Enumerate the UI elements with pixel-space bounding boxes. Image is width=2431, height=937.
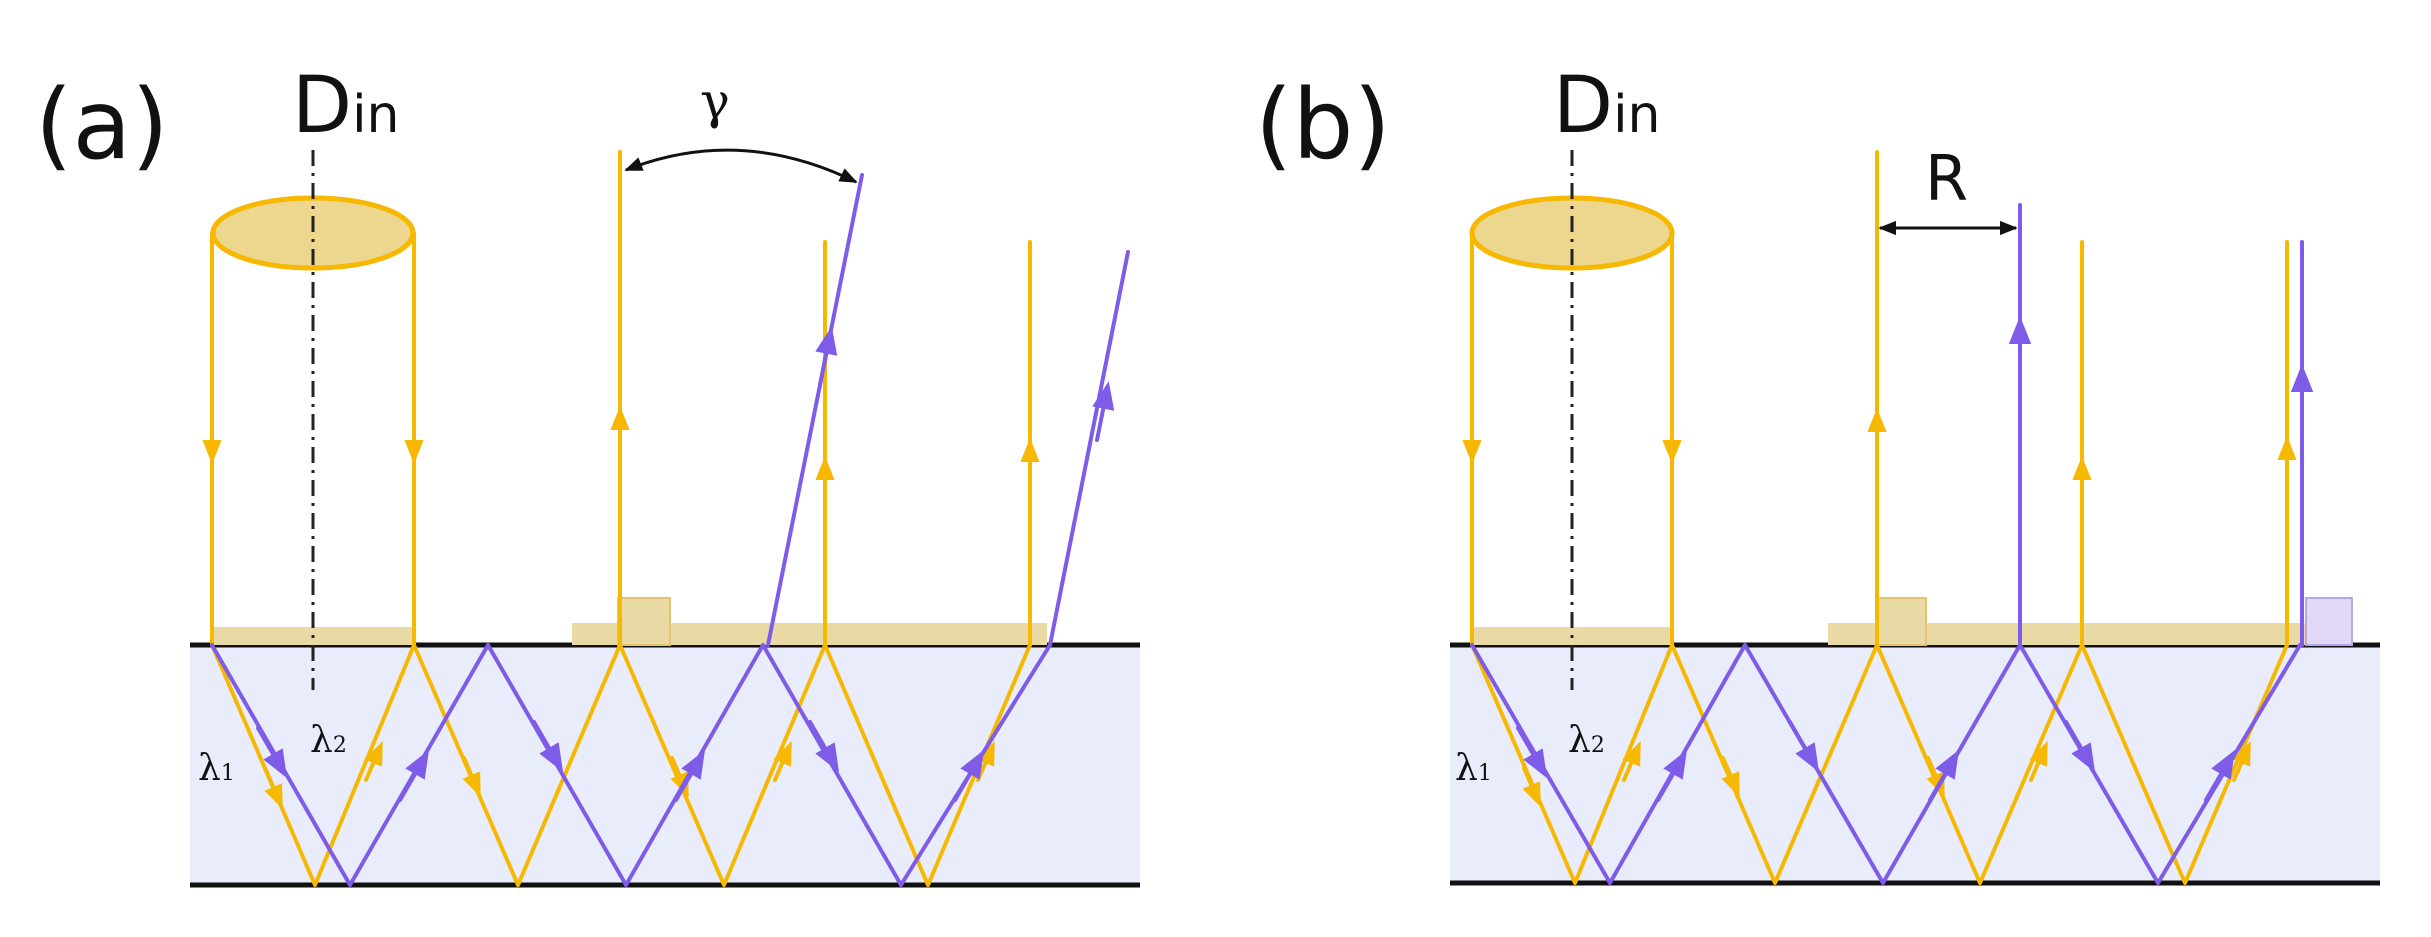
lambda1-arrow-3-a	[462, 756, 481, 798]
lambda2-label-a: λ2	[310, 720, 347, 761]
lambda2-arrow-5-a	[808, 720, 840, 773]
lambda1-arrow-5-b	[2029, 740, 2048, 782]
out-coupler-grating-b	[1828, 623, 2308, 645]
lambda1-arrow-5-a	[773, 740, 792, 782]
lambda2-arrow-2-b	[1656, 749, 1688, 802]
out-coupler-step-b	[1875, 597, 1927, 646]
panel-b-label: (b)	[1255, 69, 1391, 181]
lambda2-arrow-1-b	[1516, 726, 1548, 779]
lambda1-arrow-3-b	[1721, 756, 1740, 798]
out-coupler-grating-a	[572, 623, 1047, 645]
r-symbol: R	[1925, 142, 1968, 215]
lambda2-arrow-1-a	[256, 726, 288, 779]
din-label-a: Din	[292, 61, 399, 151]
out-coupler-step-a	[617, 597, 671, 646]
panel-a-label: (a)	[35, 69, 169, 181]
lambda1-label-a: λ1	[198, 748, 235, 789]
lambda1-arrow-4-b	[1926, 756, 1945, 798]
lambda2-arrow-4-b	[1928, 749, 1960, 802]
lambda2-arrow-3-a	[532, 720, 564, 773]
lambda2-arrow-4-a	[674, 749, 706, 802]
out-coupler-purple-step-b	[2305, 597, 2353, 646]
in-coupler-grating-b	[1470, 627, 1670, 645]
lambda2-zigzag-b	[1470, 643, 2302, 885]
lambda2-arrow-2-a	[398, 749, 430, 802]
outcoupled-purple-arrow-1-a	[815, 326, 838, 387]
panel-b: (b) Din	[1255, 61, 2380, 886]
panel-a: (a) Din	[35, 61, 1140, 888]
lambda2-arrow-6-a	[953, 749, 985, 802]
lambda2-arrow-5-b	[2064, 720, 2096, 773]
din-label-b: Din	[1553, 61, 1660, 151]
lambda1-arrow-2-b	[1622, 740, 1641, 782]
gamma-symbol: γ	[700, 72, 730, 130]
outcoupled-purple-ray-2-a	[1048, 250, 1130, 647]
outcoupled-purple-arrow-2-a	[1092, 381, 1115, 442]
lambda1-arrow-2-a	[364, 740, 383, 782]
lambda2-zigzag-a	[210, 643, 1052, 887]
waveguide-slab-a	[190, 645, 1140, 885]
outcoupled-purple-ray-1-a	[766, 173, 864, 647]
lambda1-arrow-6-b	[2232, 740, 2251, 782]
lambda2-arrow-3-b	[1788, 720, 1820, 773]
gamma-angle-arc	[624, 148, 858, 184]
lambda2-arrow-6-b	[2204, 749, 2236, 802]
lambda2-label-b: λ2	[1568, 720, 1605, 761]
lambda1-arrow-4-a	[670, 756, 689, 798]
lambda1-label-b: λ1	[1455, 748, 1492, 789]
